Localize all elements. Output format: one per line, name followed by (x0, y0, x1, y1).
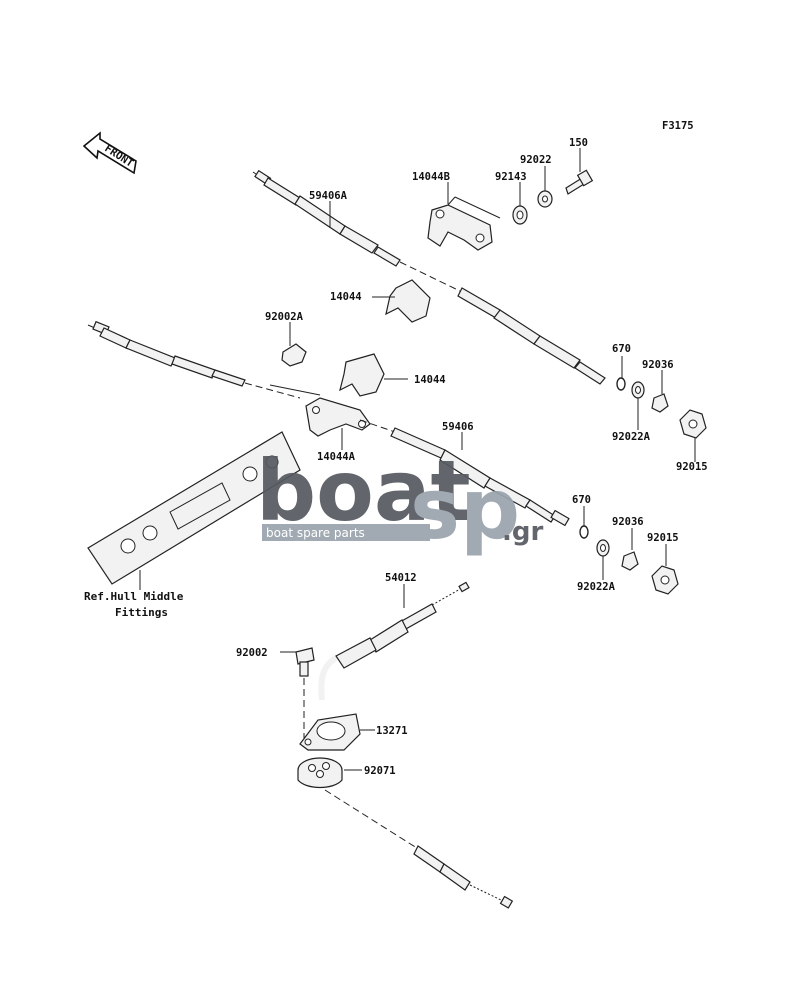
bracket-14044a (305, 397, 371, 437)
hardware-set-a (616, 377, 707, 439)
watermark-tagline: boat spare parts (266, 526, 365, 540)
label-92071: 92071 (364, 765, 396, 777)
bracket-14044b (427, 196, 501, 251)
label-14044-mid: 14044 (414, 374, 446, 386)
label-14044a: 14044A (317, 451, 356, 463)
label-14044-top: 14044 (330, 291, 362, 303)
cable-59406 (359, 419, 570, 527)
label-92022a-b: 92022A (577, 581, 616, 593)
watermark-tagline-bar (262, 524, 430, 541)
plate-13271 (299, 713, 361, 751)
label-59406: 59406 (442, 421, 474, 433)
label-14044b: 14044B (412, 171, 450, 183)
bolt-92002a (269, 343, 321, 396)
label-150: 150 (569, 137, 588, 149)
clip-14044-mid (339, 353, 385, 397)
label-54012: 54012 (385, 572, 417, 584)
label-670-b: 670 (572, 494, 591, 506)
collar-92143 (512, 205, 528, 225)
washer-92022 (537, 190, 553, 208)
leader-lines (280, 148, 696, 771)
ref-note-line1: Ref.Hull Middle (84, 590, 184, 603)
clip-14044-top (385, 279, 431, 323)
hardware-set-b (579, 525, 679, 595)
label-92022a-a: 92022A (612, 431, 651, 443)
bolt-150 (565, 169, 594, 195)
label-92002: 92002 (236, 647, 268, 659)
label-92036-b: 92036 (612, 516, 644, 528)
label-13271: 13271 (376, 725, 408, 737)
bolt-92002 (295, 647, 315, 738)
watermark-domain: .gr (502, 517, 543, 547)
grommet-92071 (297, 757, 343, 789)
watermark: boat sp .gr boat spare parts (256, 442, 543, 558)
label-92015-b: 92015 (647, 532, 679, 544)
label-92022: 92022 (520, 154, 552, 166)
label-59406a: 59406A (309, 190, 348, 202)
label-92143: 92143 (495, 171, 527, 183)
watermark-brand-left: boat (256, 442, 471, 540)
watermark-brand-right: sp (410, 460, 520, 558)
label-92036-a: 92036 (642, 359, 674, 371)
cable-54012 (318, 581, 470, 701)
front-arrow-icon: FRONT (82, 131, 137, 175)
ref-note-line2: Fittings (115, 606, 168, 619)
label-670-a: 670 (612, 343, 631, 355)
label-92015-a: 92015 (676, 461, 708, 473)
cable-59406a (252, 169, 606, 385)
figure-code: F3175 (662, 120, 694, 132)
part-labels: 59406A 14044B 92022 150 92143 14044 9200… (236, 137, 708, 777)
cable-lower-end (324, 789, 514, 909)
hull-middle-fittings (87, 431, 301, 590)
cable-left-middle (87, 320, 301, 399)
label-92002a: 92002A (265, 311, 304, 323)
